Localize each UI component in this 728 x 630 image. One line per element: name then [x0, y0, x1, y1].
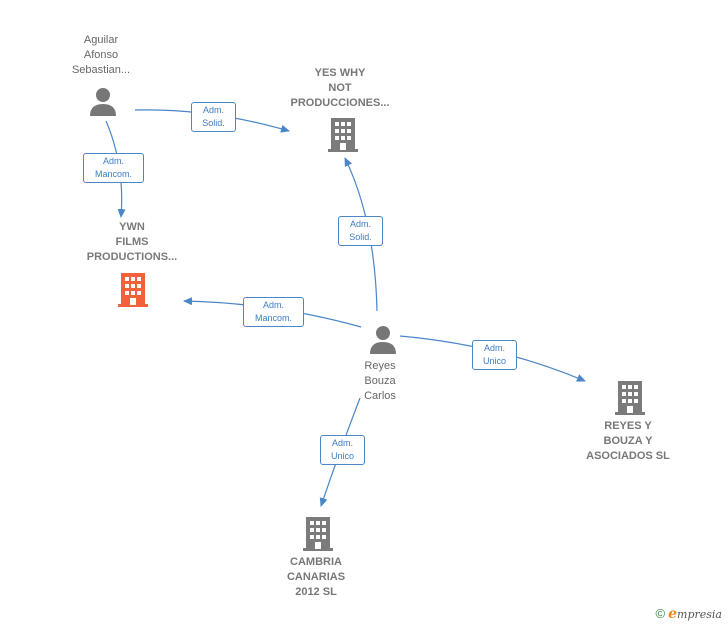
person-icon[interactable] — [369, 325, 397, 355]
brand-footer[interactable]: ©empresia — [656, 606, 722, 622]
edge-label-reyes-reyesbouza: Adm.Unico — [472, 340, 517, 370]
edge-label-reyes-ywn: Adm.Mancom. — [243, 297, 304, 327]
brand-logo-initial: e — [668, 606, 678, 622]
node-label-reyes[interactable]: Reyes Bouza Carlos — [364, 360, 396, 402]
node-label-yes-why[interactable]: YES WHY NOT PRODUCCIONES... — [290, 67, 390, 109]
person-icon[interactable] — [89, 87, 117, 117]
edge-label-reyes-cambria: Adm.Unico — [320, 435, 365, 465]
edge-label-reyes-yes: Adm.Solid. — [338, 216, 383, 246]
edge-label-aguilar-yes: Adm.Solid. — [191, 102, 236, 132]
building-icon[interactable] — [328, 117, 358, 152]
node-label-cambria[interactable]: CAMBRIA CANARIAS 2012 SL — [286, 556, 346, 598]
building-icon[interactable] — [118, 272, 148, 307]
building-icon[interactable] — [615, 380, 645, 415]
node-label-aguilar[interactable]: Aguilar Afonso Sebastian... — [71, 34, 131, 76]
brand-name: mpresia — [677, 608, 722, 621]
building-icon[interactable] — [303, 516, 333, 551]
node-label-reyes-bouza[interactable]: REYES Y BOUZA Y ASOCIADOS SL — [586, 420, 670, 462]
edge-label-aguilar-ywn: Adm.Mancom. — [83, 153, 144, 183]
copyright-icon: © — [655, 606, 666, 621]
node-label-ywn[interactable]: YWN FILMS PRODUCTIONS... — [86, 221, 178, 263]
